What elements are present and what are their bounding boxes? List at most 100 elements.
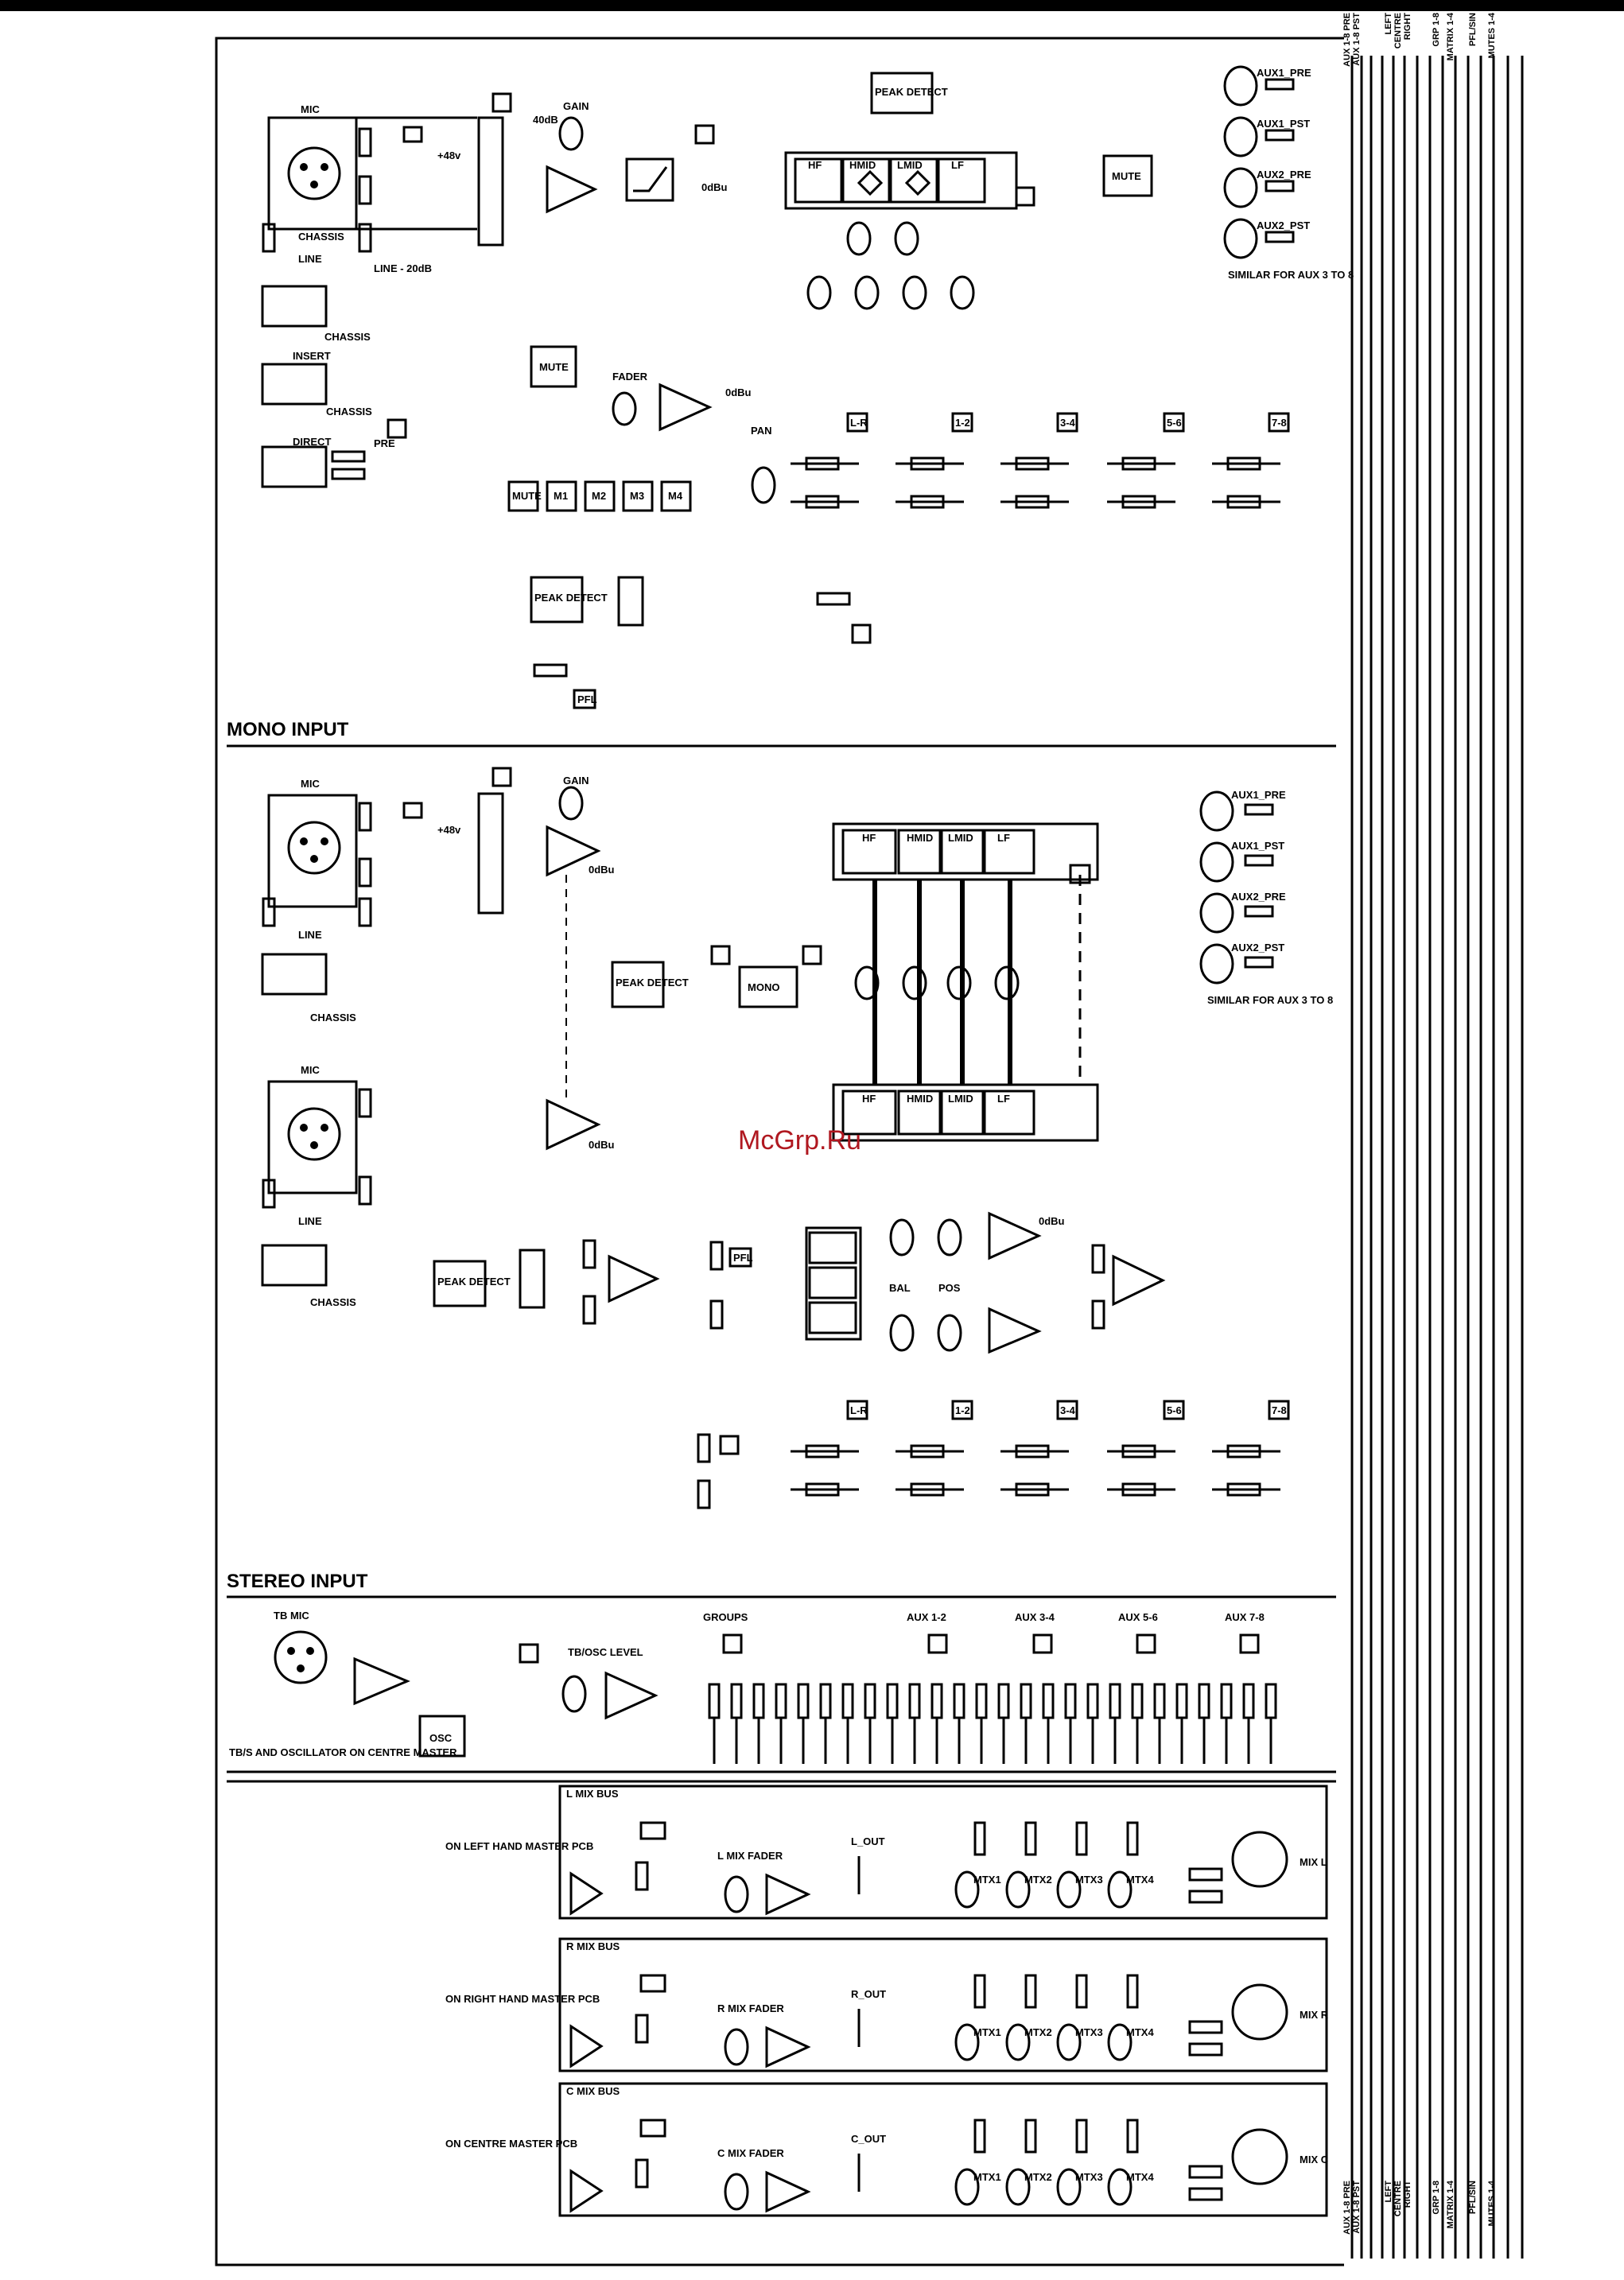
mono-channel: MIC LINE CHASSIS +48v GAIN 0dBu MIC LINE… (261, 767, 1333, 1509)
matrix-pot (1107, 2168, 1133, 2206)
resistor (1188, 1867, 1223, 1882)
chassis-label-2: CHASSIS (324, 331, 371, 343)
mono-input-title: MONO INPUT (227, 719, 349, 740)
route-label: L-R (850, 1404, 868, 1416)
route-groups: GROUPS (703, 1611, 748, 1623)
chassis-label-3: CHASSIS (326, 406, 372, 418)
tb-resistor (1042, 1683, 1055, 1719)
tb-resistor (908, 1683, 921, 1719)
tb-resistor (1242, 1683, 1255, 1719)
matrix-label: MTX1 (973, 2026, 1001, 2038)
eq-lf-3: LF (997, 1093, 1010, 1105)
talkback-resistors (708, 1683, 1277, 1764)
mic-label: MIC (301, 103, 320, 115)
line-label: LINE (298, 253, 322, 265)
bus-label: GRP 1-8 (1432, 13, 1441, 47)
matrix-pot (1107, 1870, 1133, 1909)
eq-hf-3: HF (862, 1093, 876, 1105)
matrix-label: MTX4 (1126, 2026, 1154, 2038)
pos-label: POS (938, 1282, 961, 1294)
bus-label: LEFT (1384, 13, 1393, 35)
matrix-pot (954, 1870, 980, 1909)
bus-label: AUX 1-8 PRE (1342, 13, 1352, 67)
bus-label: MATRIX 1-4 (1446, 2181, 1455, 2229)
bus-label: CENTRE (1393, 2181, 1403, 2217)
insert-box (639, 2119, 666, 2138)
tb-resistor (775, 1683, 787, 1719)
xlr-out-icon (1231, 1831, 1288, 1888)
bus-label: LEFT (1384, 2181, 1393, 2203)
phantom-label: +48v (437, 150, 461, 161)
aux2-pst-2: AUX2_PST (1231, 942, 1284, 954)
matrix-resistor (1075, 1821, 1088, 1856)
aux1-pst-1: AUX1_PST (1257, 118, 1310, 130)
odbu-4: 0dBu (589, 1139, 615, 1151)
out-amp (765, 2026, 811, 2068)
fader-pot (724, 2028, 749, 2066)
master-note: ON LEFT HAND MASTER PCB (445, 1840, 593, 1852)
fader-pot (724, 1875, 749, 1913)
tb-level-label: TB/OSC LEVEL (568, 1646, 643, 1658)
tb-resistor (841, 1683, 854, 1719)
route-label: 7-8 (1272, 1404, 1287, 1416)
route-label: L-R (850, 417, 868, 429)
eq-hf-1: HF (808, 159, 822, 171)
eq-hmid-1: HMID (849, 159, 876, 171)
master-xlr-label: MIX R (1300, 2009, 1329, 2021)
master-fader-label: C MIX FADER (717, 2147, 784, 2159)
aux2-pre-1: AUX2_PRE (1257, 169, 1311, 181)
master-xlr-label: MIX C (1300, 2154, 1329, 2165)
mute-group-m1: M1 (554, 490, 568, 502)
aux1-pre-1: AUX1_PRE (1257, 67, 1311, 79)
master-fader-label: L MIX FADER (717, 1850, 783, 1862)
route-label: 7-8 (1272, 417, 1287, 429)
xlr-mic-icon (287, 146, 341, 200)
mono-label: MONO (748, 981, 779, 993)
master-amp (569, 2024, 604, 2068)
matrix-resistor (1024, 2119, 1037, 2154)
bus-label: RIGHT (1403, 13, 1412, 41)
route-aux78: AUX 7-8 (1225, 1611, 1265, 1623)
resistor (1188, 2020, 1223, 2034)
chassis-label: CHASSIS (298, 231, 344, 243)
tb-resistor (730, 1683, 743, 1719)
osc-label: OSC (429, 1732, 453, 1744)
eq-hf-2: HF (862, 832, 876, 844)
resistor (1188, 2187, 1223, 2201)
master-bus-label: R MIX BUS (566, 1940, 620, 1952)
bus-label: PFL/SIN (1468, 13, 1478, 47)
route-label: 5-6 (1167, 1404, 1182, 1416)
tb-resistor (1131, 1683, 1144, 1719)
matrix-pot (1056, 1870, 1082, 1909)
bus-label: RIGHT (1403, 2181, 1412, 2208)
master-bus-label: C MIX BUS (566, 2085, 620, 2097)
route-button (951, 412, 973, 433)
eq-lmid-2: LMID (948, 832, 973, 844)
similar-1: SIMILAR FOR AUX 3 TO 8 (1228, 269, 1354, 281)
master-amp (569, 2169, 604, 2213)
line-label-2: LINE (298, 929, 322, 941)
tb-mic-icon (274, 1630, 328, 1684)
master-box (558, 1785, 1328, 1920)
tb-resistor (975, 1683, 988, 1719)
master-box (558, 2082, 1328, 2217)
route-label: 1-2 (955, 417, 970, 429)
peak-detect-2: PEAK DETECT (534, 592, 608, 604)
master-amp (569, 1871, 604, 1916)
matrix-label: MTX1 (973, 2171, 1001, 2183)
direct-label: DIRECT (293, 436, 331, 448)
matrix-pot (1056, 2168, 1082, 2206)
tb-resistor (1175, 1683, 1188, 1719)
master-out-label: L_OUT (851, 1835, 885, 1847)
resistor (635, 2014, 649, 2044)
matrix-resistor (1024, 1974, 1037, 2009)
aux1-pre-2: AUX1_PRE (1231, 789, 1286, 801)
odbu-3: 0dBu (589, 864, 615, 876)
matrix-label: MTX3 (1075, 2026, 1103, 2038)
top-channel: MIC CHASSIS +48v LINE LINE - 20dB CHASSI… (261, 65, 1354, 709)
aux2-pre-2: AUX2_PRE (1231, 891, 1286, 903)
mute-group-m3: M3 (630, 490, 644, 502)
